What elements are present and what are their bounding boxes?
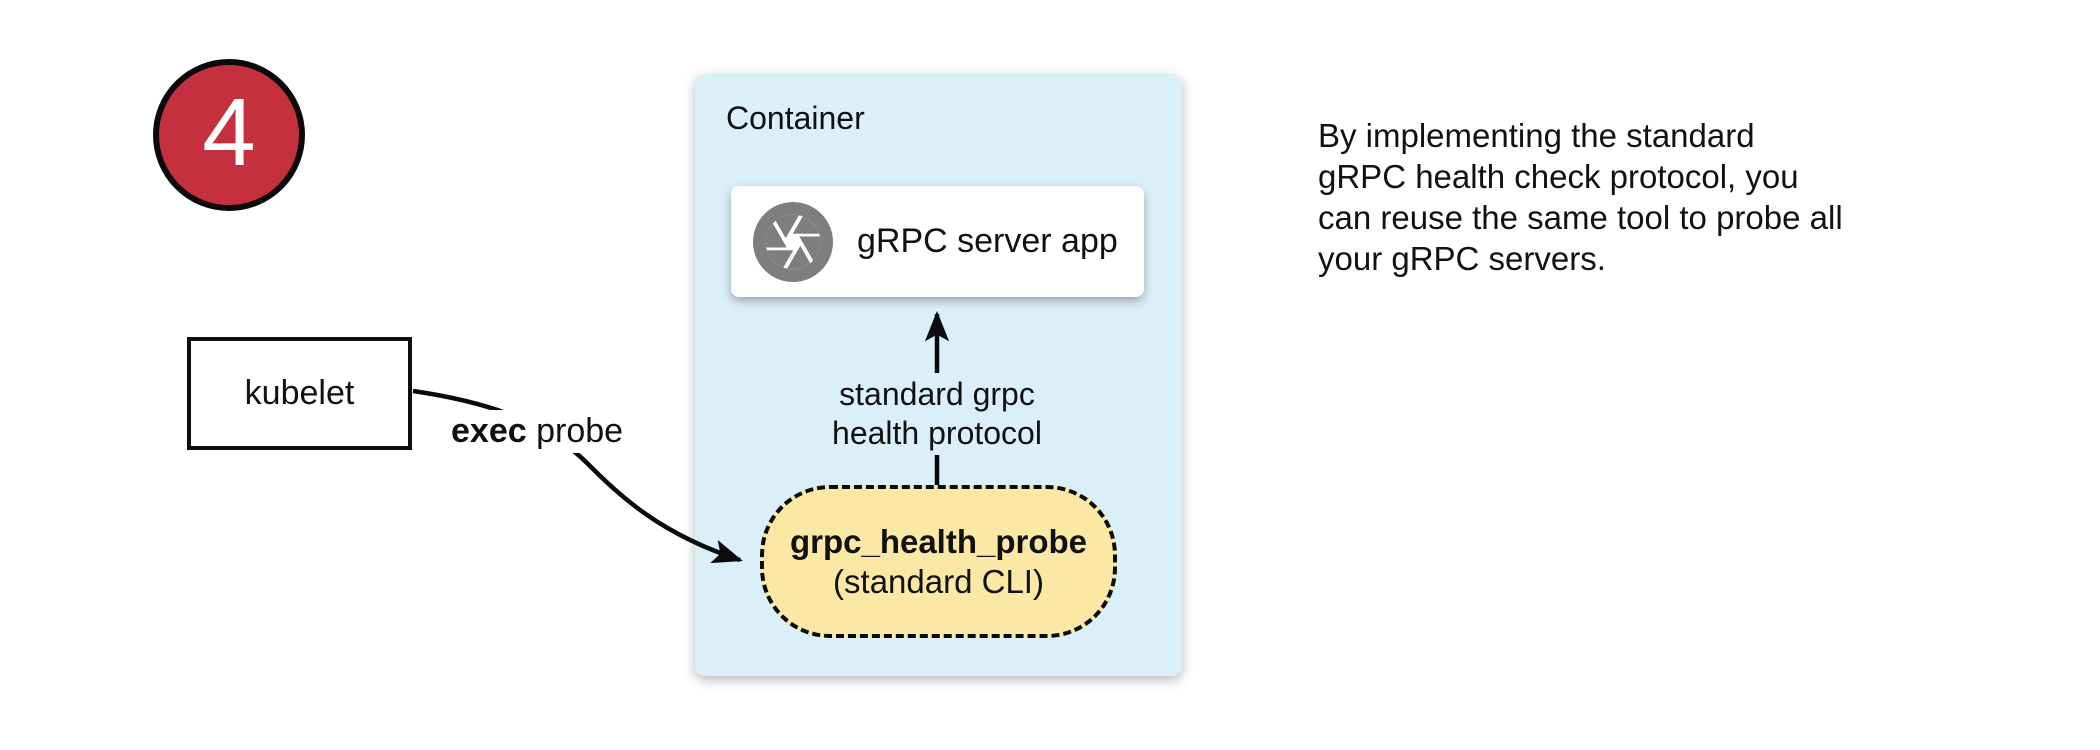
note-line: gRPC health check protocol, you <box>1318 158 1799 195</box>
container-box: Container gRPC server app standard grpc … <box>695 74 1182 676</box>
kubelet-box: kubelet <box>187 337 412 450</box>
note-line: your gRPC servers. <box>1318 240 1606 277</box>
step-number: 4 <box>202 79 256 186</box>
kubelet-label: kubelet <box>244 374 355 412</box>
note-line: By implementing the standard <box>1318 117 1755 154</box>
protocol-arrow-label: standard grpc health protocol <box>797 373 1077 455</box>
exec-probe-label-regular: probe <box>526 412 624 450</box>
grpc-health-probe-pill: grpc_health_probe (standard CLI) <box>760 485 1117 638</box>
protocol-label-line1: standard grpc <box>839 376 1035 412</box>
step-badge: 4 <box>153 59 305 211</box>
note-text: By implementing the standard gRPC health… <box>1318 115 1843 279</box>
probe-name: grpc_health_probe <box>789 522 1088 560</box>
grpc-server-app-label: gRPC server app <box>857 222 1118 260</box>
aperture-icon <box>753 201 833 282</box>
note-line: can reuse the same tool to probe all <box>1318 199 1843 236</box>
protocol-label-line2: health protocol <box>832 415 1042 451</box>
exec-probe-label-bold: exec <box>451 412 527 450</box>
exec-probe-label: exec probe <box>441 410 634 453</box>
container-title: Container <box>726 100 865 136</box>
probe-subtitle: (standard CLI) <box>833 562 1044 600</box>
grpc-server-app-box: gRPC server app <box>731 186 1144 297</box>
